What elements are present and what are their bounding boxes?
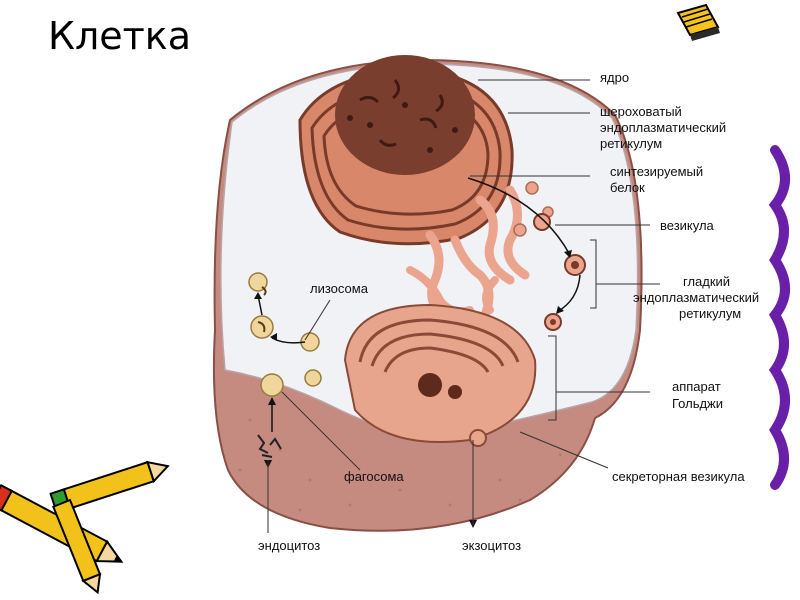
leader-lines [267, 79, 660, 533]
slide-title: Клетка [48, 14, 192, 58]
endocytosis-particles [257, 434, 282, 458]
label-smooth-er-1: гладкий [683, 274, 731, 289]
label-endocytosis: эндоцитоз [258, 538, 321, 553]
transport-vesicles [533, 213, 586, 331]
label-rough-er-1: шероховатый [600, 104, 682, 119]
label-exocytosis: экзоцитоз [462, 538, 522, 553]
label-secretory-vesicle: секреторная везикула [612, 469, 745, 484]
decorative-edge [768, 145, 790, 490]
label-rough-er-3: ретикулум [600, 136, 663, 151]
lysosomes [248, 272, 322, 397]
label-vesicle: везикула [660, 218, 714, 233]
nucleus [335, 55, 475, 175]
book-icon [676, 3, 720, 41]
label-golgi-1: аппарат [672, 379, 721, 394]
label-nucleus: ядро [600, 70, 630, 85]
label-smooth-er-3: ретикулум [679, 306, 742, 321]
label-protein-2: белок [610, 180, 645, 195]
golgi-apparatus [343, 303, 537, 447]
label-smooth-er-2: эндоплазматический [633, 290, 760, 305]
label-protein-1: синтезируемый [610, 164, 704, 179]
label-lysosome: лизосома [310, 281, 368, 296]
label-rough-er-2: эндоплазматический [600, 120, 727, 135]
label-golgi-2: Гольджи [672, 396, 724, 411]
label-phagosome: фагосома [344, 469, 404, 484]
pencils-icon [0, 460, 170, 595]
